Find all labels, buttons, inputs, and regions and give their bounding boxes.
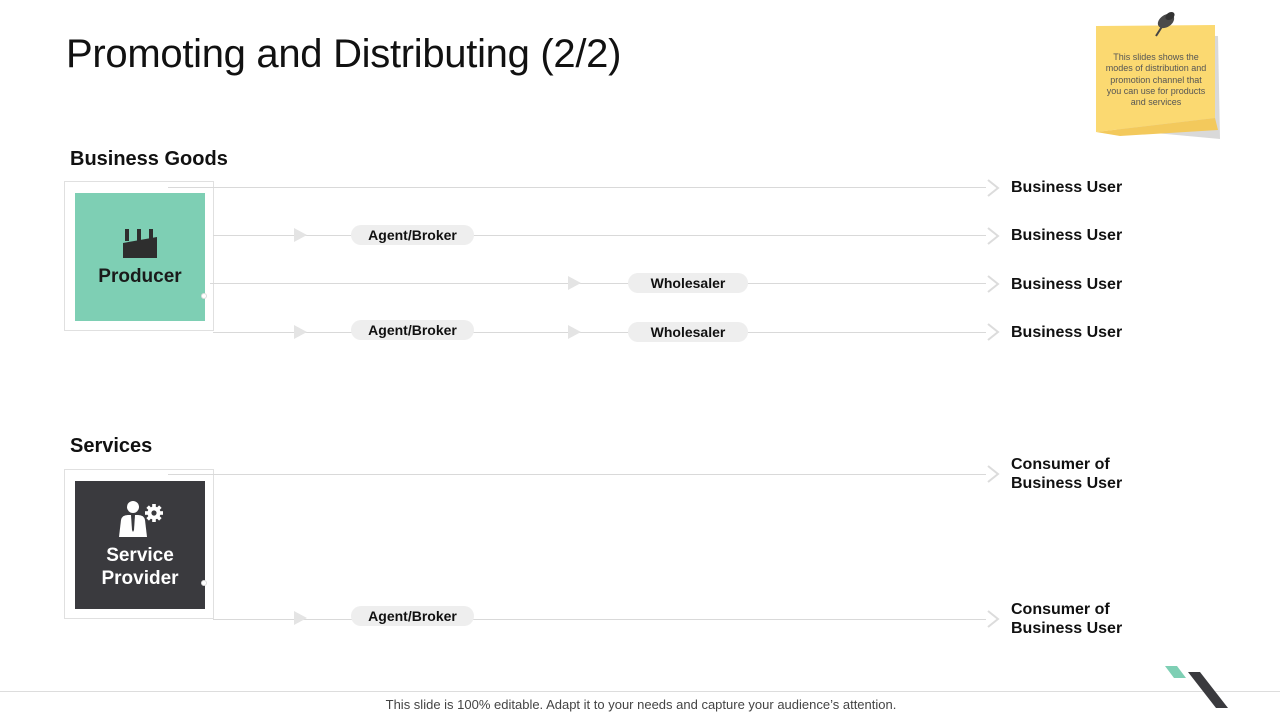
producer-connector-dot bbox=[201, 293, 207, 299]
consumer-label-line1: Consumer of bbox=[1011, 601, 1110, 618]
business-goods-heading: Business Goods bbox=[70, 148, 228, 170]
chevron-right-icon bbox=[987, 465, 1000, 483]
sticky-note-text: This slides shows the modes of distribut… bbox=[1105, 52, 1207, 108]
agent-broker-pill: Agent/Broker bbox=[351, 225, 474, 245]
arrow-icon bbox=[568, 276, 581, 290]
consumer-label: Consumer of Business User bbox=[1011, 600, 1122, 638]
chevron-right-icon bbox=[987, 179, 1000, 197]
consumer-label-line2: Business User bbox=[1011, 475, 1123, 492]
producer-box: Producer bbox=[75, 193, 205, 321]
consumer-label: Consumer of Business User bbox=[1011, 455, 1122, 493]
arrow-icon bbox=[294, 228, 307, 242]
page-title: Promoting and Distributing (2/2) bbox=[66, 32, 622, 76]
footer-text: This slide is 100% editable. Adapt it to… bbox=[385, 697, 897, 712]
business-user-label: Business User bbox=[1011, 179, 1123, 196]
chevron-right-icon bbox=[987, 610, 1000, 628]
channel-line bbox=[213, 332, 986, 333]
agent-broker-pill: Agent/Broker bbox=[351, 606, 474, 626]
chevron-right-icon bbox=[987, 323, 1000, 341]
sticky-note-paper bbox=[1096, 25, 1220, 139]
service-provider-connector-dot bbox=[201, 580, 207, 586]
service-provider-label-line1: Service bbox=[106, 545, 174, 566]
consumer-label-line2: Business User bbox=[1011, 620, 1123, 637]
channel-line bbox=[210, 283, 986, 284]
business-user-label: Business User bbox=[1011, 276, 1123, 293]
service-provider-box: Service Provider bbox=[75, 481, 205, 609]
consumer-label-line1: Consumer of bbox=[1011, 456, 1110, 473]
channel-line bbox=[168, 187, 986, 188]
channel-line bbox=[213, 235, 986, 236]
wholesaler-pill: Wholesaler bbox=[628, 322, 748, 342]
factory-icon bbox=[123, 228, 157, 258]
arrow-icon bbox=[568, 325, 581, 339]
services-heading: Services bbox=[70, 435, 153, 457]
chevron-right-icon bbox=[987, 227, 1000, 245]
service-provider-label-line2: Provider bbox=[101, 568, 179, 589]
business-user-label: Business User bbox=[1011, 324, 1123, 341]
brand-slash-logo bbox=[1165, 666, 1228, 708]
wholesaler-pill: Wholesaler bbox=[628, 273, 748, 293]
channel-line bbox=[213, 619, 986, 620]
agent-broker-pill: Agent/Broker bbox=[351, 320, 474, 340]
chevron-right-icon bbox=[987, 275, 1000, 293]
arrow-icon bbox=[294, 325, 307, 339]
channel-line bbox=[168, 474, 986, 475]
sticky-note bbox=[1090, 8, 1225, 143]
arrow-icon bbox=[294, 611, 307, 625]
business-user-label: Business User bbox=[1011, 227, 1123, 244]
businessman-gear-icon bbox=[119, 501, 163, 537]
footer-divider bbox=[0, 691, 1280, 692]
producer-label: Producer bbox=[98, 265, 182, 287]
pushpin-icon bbox=[1155, 11, 1175, 37]
